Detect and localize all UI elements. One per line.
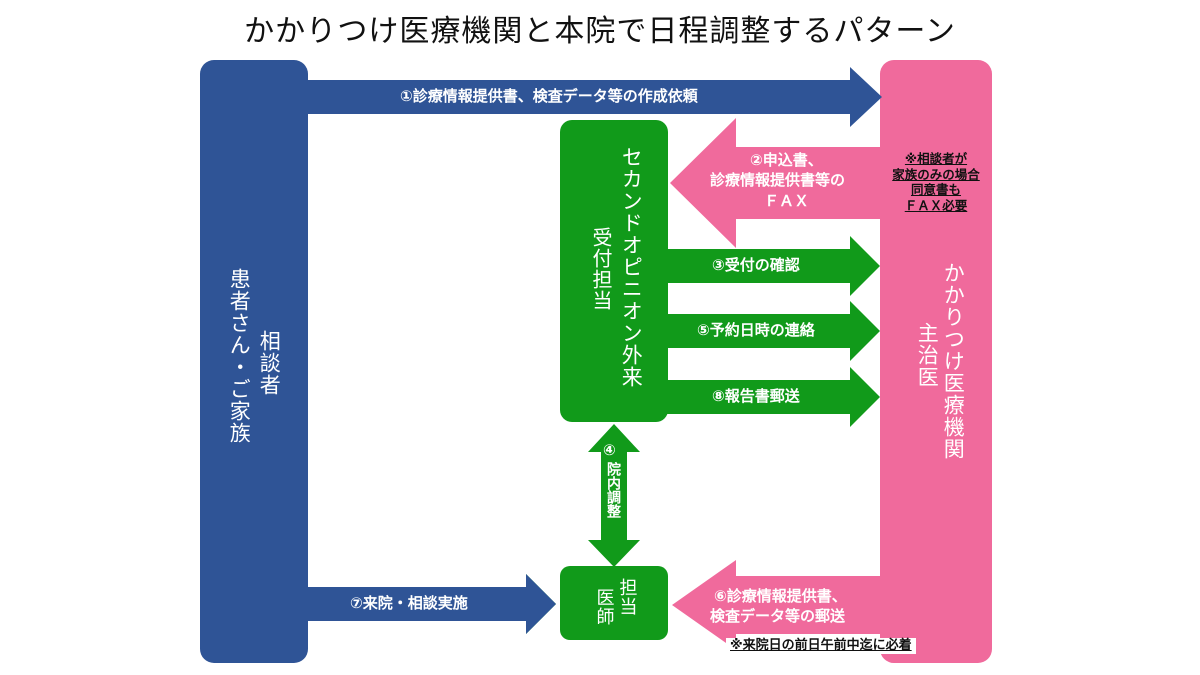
patient-box (200, 60, 308, 663)
arrow-2-label-line2: 診療情報提供書等の (710, 171, 846, 189)
arrow-5-label: ⑤予約日時の連絡 (697, 321, 815, 339)
arrow-8-label: ⑧報告書郵送 (712, 387, 800, 405)
deadline-note: ※来院日の前日午前中迄に必着 (726, 638, 916, 655)
patient-label-line2: 患者さん・ご家族 (227, 268, 252, 444)
family-note-line2: 家族のみの場合 (892, 166, 980, 182)
family-note-line1: ※相談者が (904, 151, 968, 166)
arrow-3 (666, 236, 880, 296)
family-consent-note: ※相談者が 家族のみの場合 同意書も ＦＡＸ必要 (880, 151, 992, 214)
reception-label-line1: セカンドオピニオン外来 (619, 146, 644, 388)
arrow-6 (672, 560, 882, 650)
arrow-2-label-line1: ②申込書、 (750, 151, 823, 169)
arrow-2 (670, 118, 882, 248)
arrow-7-label: ⑦来院・相談実施 (350, 594, 468, 612)
arrow-6-label-line1: ⑥診療情報提供書、 (714, 587, 847, 605)
hospital-label-line2: 主治医 (915, 322, 940, 388)
hospital-label-line1: かかりつけ医療機関 (941, 262, 966, 460)
reception-label-line2: 受付担当 (589, 227, 613, 311)
arrow-1-label: ①診療情報提供書、検査データ等の作成依頼 (400, 87, 698, 105)
arrow-2-label-line3: ＦＡＸ (764, 192, 810, 210)
family-note-line4: ＦＡＸ必要 (904, 197, 968, 213)
page-title: かかりつけ医療機関と本院で日程調整するパターン (244, 14, 956, 49)
family-note-line3: 同意書も (910, 182, 961, 198)
arrow-1 (306, 67, 882, 127)
arrow-8 (666, 367, 880, 427)
arrow-6-label-line2: 検査データ等の郵送 (710, 607, 846, 625)
arrow-3-label: ③受付の確認 (712, 256, 800, 274)
hospital-box (880, 60, 992, 663)
arrow-5 (666, 301, 880, 361)
reception-box (560, 120, 668, 422)
doctor-label-line2: 医師 (593, 588, 615, 626)
arrow-4-number: ④ (603, 441, 616, 459)
arrow-4 (588, 424, 640, 567)
doctor-box (560, 566, 668, 640)
arrow-4-label: 院内調整 (605, 462, 621, 518)
doctor-label-line1: 担当 (616, 578, 638, 616)
patient-label-line1: 相談者 (257, 330, 282, 396)
